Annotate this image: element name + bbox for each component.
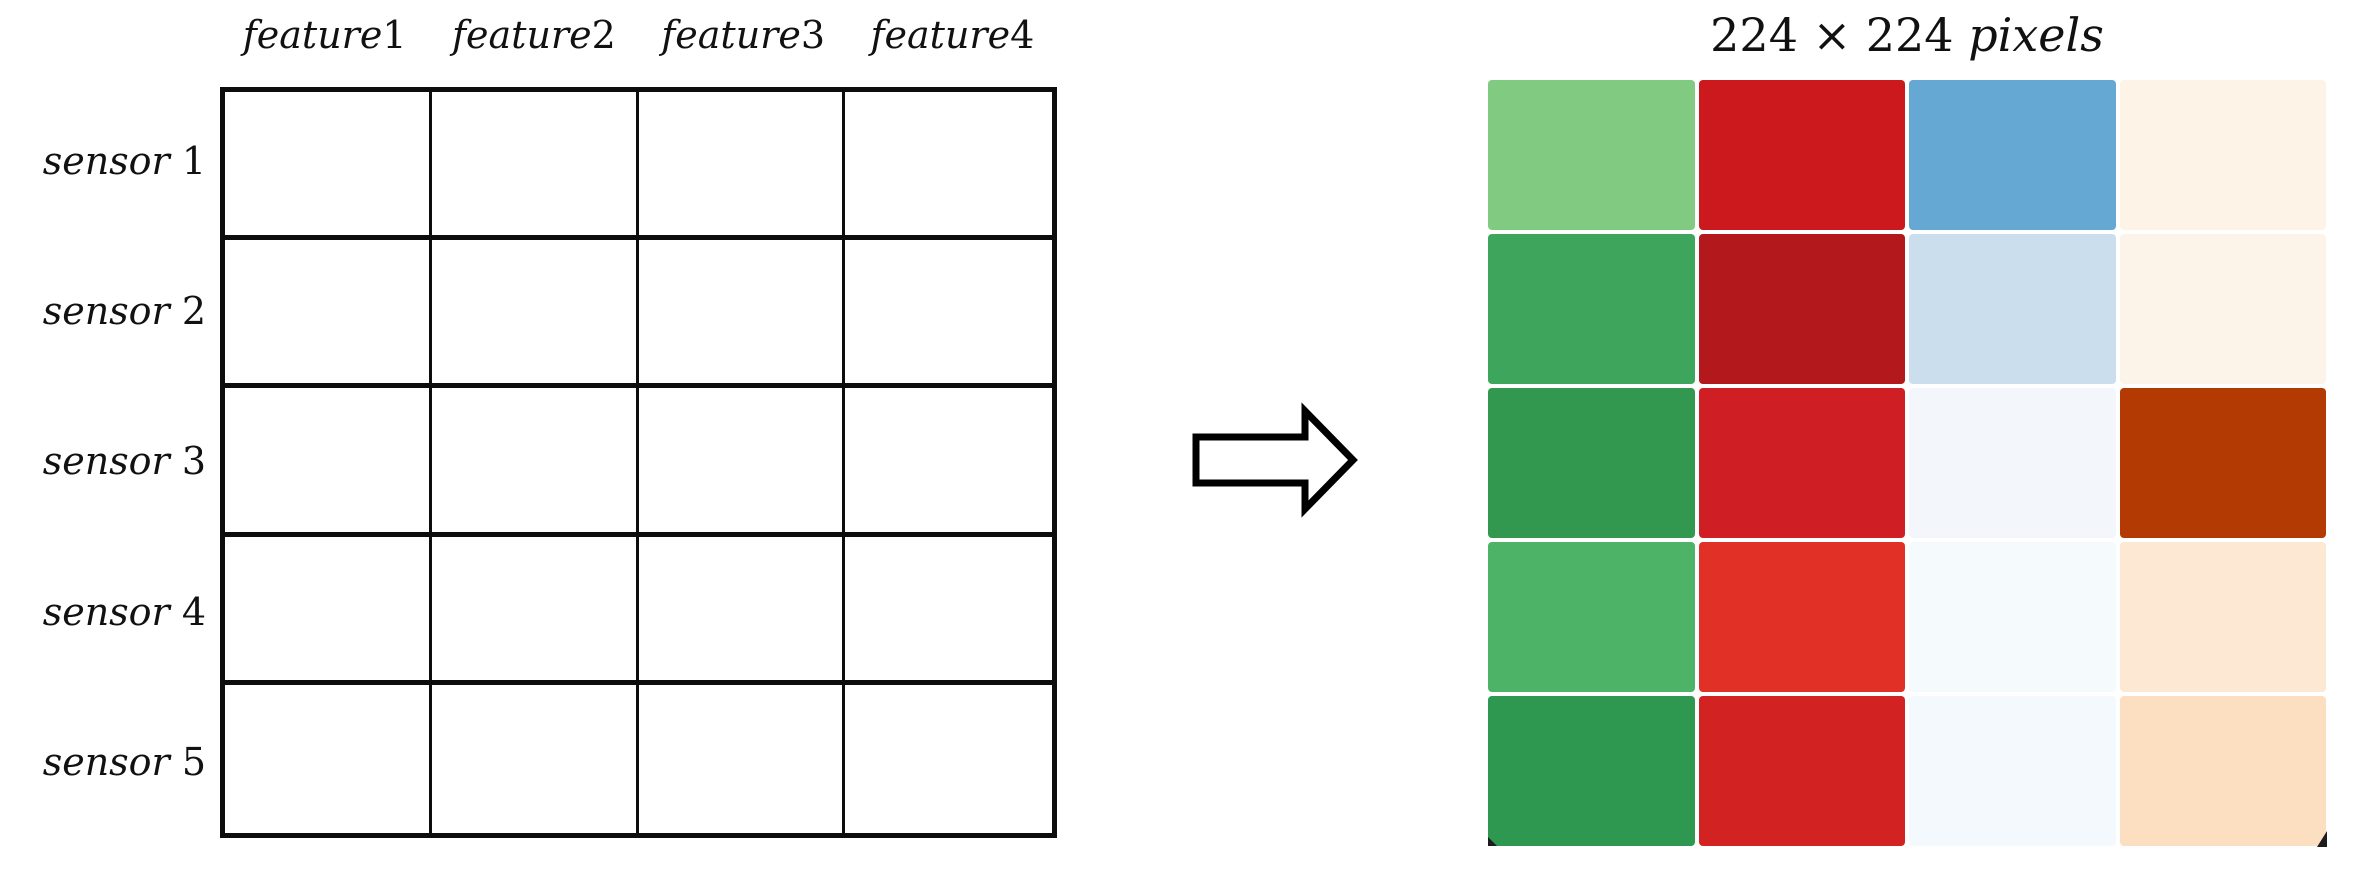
table-cell bbox=[845, 684, 1052, 833]
feature-header-label: feature 3 bbox=[661, 13, 826, 57]
heatmap-cell bbox=[1909, 388, 2116, 538]
table-cell bbox=[845, 388, 1052, 537]
table-cell bbox=[845, 92, 1052, 241]
table-cell bbox=[225, 240, 432, 389]
feature-header-label: feature 4 bbox=[870, 13, 1035, 57]
table-cell bbox=[431, 92, 639, 241]
sensor-row-label: sensor 5 bbox=[42, 740, 206, 785]
table-cell bbox=[638, 684, 846, 833]
heatmap-cell bbox=[1698, 542, 1905, 692]
sensor-row-label: sensor 1 bbox=[42, 139, 206, 184]
heatmap-title-text: 224 × 224 pixels bbox=[1710, 8, 2104, 62]
table-cell bbox=[431, 684, 639, 833]
sensor-feature-table bbox=[220, 87, 1057, 838]
feature-header-label: feature 2 bbox=[451, 13, 616, 57]
heatmap-cell bbox=[1909, 80, 2116, 230]
feature-header-label: feature 1 bbox=[242, 13, 407, 57]
pixel-heatmap bbox=[1488, 80, 2326, 846]
table-cell bbox=[225, 92, 432, 241]
table-cell bbox=[638, 240, 846, 389]
heatmap-cell bbox=[1909, 234, 2116, 384]
table-cell bbox=[431, 240, 639, 389]
heatmap-cell bbox=[1909, 542, 2116, 692]
heatmap-cell bbox=[2119, 80, 2326, 230]
sensor-row-label: sensor 3 bbox=[42, 439, 206, 484]
heatmap-title: 224 × 224 pixels bbox=[1488, 8, 2326, 62]
sensor-row-label: sensor 2 bbox=[42, 289, 206, 334]
heatmap-corner-mark-right bbox=[2317, 831, 2327, 847]
heatmap-cell bbox=[1909, 696, 2116, 846]
heatmap-cell bbox=[1488, 542, 1695, 692]
arrow-right-icon bbox=[1192, 402, 1358, 518]
table-cell bbox=[225, 684, 432, 833]
table-cell bbox=[845, 536, 1052, 685]
heatmap-cell bbox=[1488, 234, 1695, 384]
table-cell bbox=[638, 536, 846, 685]
heatmap-cell bbox=[1488, 80, 1695, 230]
table-cell bbox=[638, 388, 846, 537]
feature-header-row: feature 1 feature 2 feature 3 feature 4 bbox=[220, 4, 1057, 66]
heatmap-cell bbox=[1698, 696, 1905, 846]
table-cell bbox=[431, 388, 639, 537]
table-cell bbox=[431, 536, 639, 685]
heatmap-cell bbox=[2119, 388, 2326, 538]
table-cell bbox=[225, 536, 432, 685]
sensor-row-label: sensor 4 bbox=[42, 590, 206, 635]
table-cell bbox=[225, 388, 432, 537]
table-cell bbox=[638, 92, 846, 241]
table-cell bbox=[845, 240, 1052, 389]
heatmap-cell bbox=[2119, 542, 2326, 692]
heatmap-cell bbox=[2119, 234, 2326, 384]
heatmap-cell bbox=[1698, 388, 1905, 538]
heatmap-cell bbox=[1488, 388, 1695, 538]
heatmap-cell bbox=[1698, 234, 1905, 384]
heatmap-cell bbox=[1698, 80, 1905, 230]
heatmap-cell bbox=[1488, 696, 1695, 846]
heatmap-corner-mark-left bbox=[1488, 837, 1497, 846]
heatmap-cell bbox=[2119, 696, 2326, 846]
